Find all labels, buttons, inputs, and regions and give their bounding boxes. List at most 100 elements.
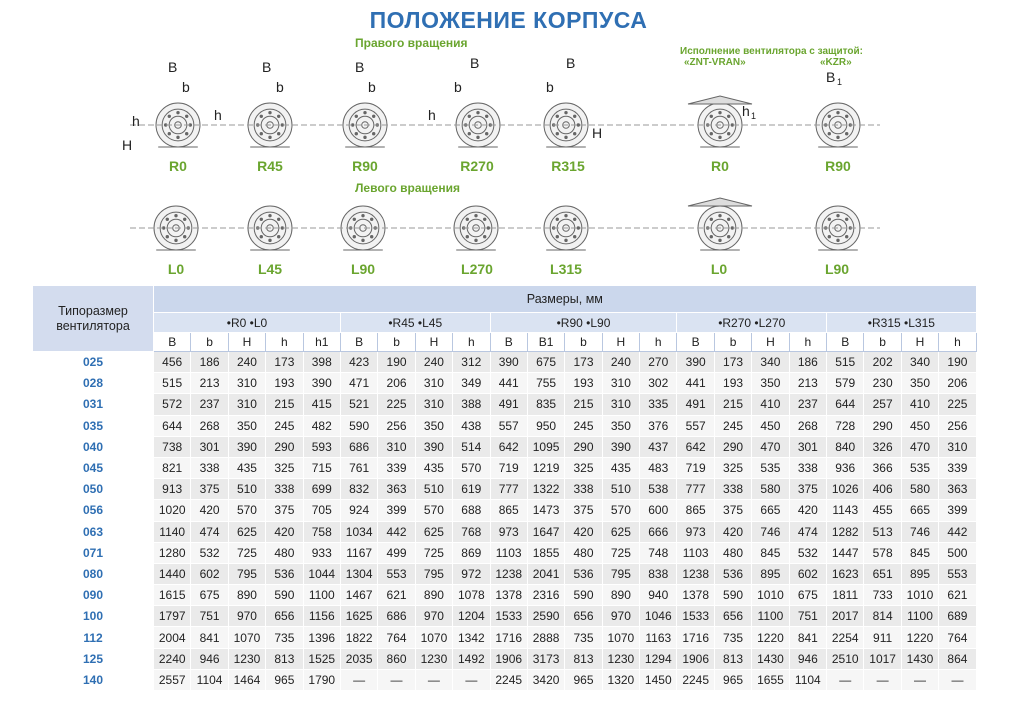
value-cell: 1230 (414, 647, 454, 670)
value-cell: 535 (751, 456, 790, 480)
value-cell: 290 (863, 414, 902, 437)
value-cell: 751 (190, 605, 229, 628)
value-cell: 536 (713, 562, 753, 586)
value-cell: 193 (564, 372, 603, 395)
value-cell: 644 (152, 414, 192, 437)
value-cell: 970 (601, 605, 641, 628)
value-cell: 1010 (900, 584, 940, 607)
type-size-cell: 035 (32, 414, 154, 437)
column-header: h1 (302, 332, 341, 352)
value-cell: 532 (190, 541, 229, 564)
page-title: ПОЛОЖЕНИЕ КОРПУСА (369, 7, 648, 33)
value-cell: 813 (713, 647, 753, 670)
value-cell: 420 (265, 520, 304, 543)
value-cell: 442 (938, 520, 977, 543)
value-cell: 735 (713, 626, 753, 649)
type-size-cell: 063 (32, 520, 154, 543)
column-header: H (751, 332, 790, 352)
column-header: B1 (526, 332, 566, 352)
value-cell: 1716 (489, 626, 528, 649)
value-cell: 675 (190, 584, 229, 607)
value-cell: 310 (414, 372, 454, 395)
value-cell: 795 (227, 562, 267, 586)
value-cell: 290 (713, 435, 753, 458)
value-cell: 237 (788, 393, 828, 416)
value-cell: 688 (452, 499, 491, 522)
position-code-left: L270 (461, 261, 493, 277)
value-cell: 500 (938, 541, 977, 564)
value-cell: 973 (676, 520, 715, 543)
value-cell: 725 (601, 541, 641, 564)
value-cell: 845 (900, 541, 940, 564)
value-cell: 325 (713, 456, 753, 480)
value-cell: 725 (414, 541, 454, 564)
value-cell: 245 (265, 414, 304, 437)
dim-label-B: B (470, 55, 479, 71)
value-cell: 350 (227, 414, 267, 437)
value-cell: 972 (452, 562, 491, 586)
value-cell: 1100 (900, 605, 940, 628)
value-cell: 1623 (826, 562, 865, 586)
type-size-cell: 056 (32, 499, 154, 522)
value-cell: 301 (190, 435, 229, 458)
value-cell: 845 (751, 541, 790, 564)
value-cell: 390 (227, 435, 267, 458)
value-cell: 290 (564, 435, 603, 458)
value-cell: 777 (676, 478, 715, 501)
value-cell: 438 (452, 414, 491, 437)
value-cell: 2316 (526, 584, 566, 607)
value-cell: 1790 (302, 668, 341, 692)
value-cell: 1655 (751, 668, 790, 692)
value-cell: 536 (265, 562, 304, 586)
value-cell: 435 (414, 456, 454, 480)
column-header: b (377, 332, 416, 352)
value-cell: 193 (265, 372, 304, 395)
value-cell: — (339, 668, 379, 692)
value-cell: 1238 (676, 562, 715, 586)
value-cell: 491 (676, 393, 715, 416)
left-rotation-label: Левого вращения (355, 181, 460, 195)
value-cell: 735 (265, 626, 304, 649)
value-cell: 1906 (489, 647, 528, 670)
value-cell: — (938, 668, 977, 692)
value-cell: 2557 (152, 668, 192, 692)
value-cell: 215 (564, 393, 603, 416)
value-cell: 864 (938, 647, 977, 670)
value-cell: 480 (265, 541, 304, 564)
value-cell: 593 (302, 435, 341, 458)
group-header: •R315 •L315 (826, 312, 977, 333)
dim-label-h: h (132, 113, 140, 129)
dim-label-b: b (454, 79, 462, 95)
value-cell: 441 (676, 372, 715, 395)
value-cell: 470 (751, 435, 790, 458)
value-cell: 933 (302, 541, 341, 564)
value-cell: 390 (302, 372, 341, 395)
value-cell: 840 (826, 435, 865, 458)
value-cell: 1797 (152, 605, 192, 628)
value-cell: 310 (938, 435, 977, 458)
value-cell: 860 (377, 647, 416, 670)
value-cell: 510 (414, 478, 454, 501)
value-cell: 268 (190, 414, 229, 437)
value-cell: 339 (938, 456, 977, 480)
value-cell: 656 (265, 605, 304, 628)
value-cell: 758 (302, 520, 341, 543)
value-cell: 1163 (639, 626, 678, 649)
type-size-cell: 090 (32, 584, 154, 607)
value-cell: 186 (788, 350, 828, 374)
value-cell: 553 (377, 562, 416, 586)
position-code-left: L90 (824, 261, 850, 277)
value-cell: 536 (564, 562, 603, 586)
value-cell: 390 (676, 350, 715, 374)
type-size-cell: 080 (32, 562, 154, 586)
value-cell: 1103 (489, 541, 528, 564)
value-cell: 1492 (452, 647, 491, 670)
column-header: B (826, 332, 865, 352)
value-cell: 733 (863, 584, 902, 607)
dim-label-B: B (355, 59, 364, 75)
value-cell: 441 (489, 372, 528, 395)
dimensions-header: Размеры, мм (153, 285, 977, 313)
